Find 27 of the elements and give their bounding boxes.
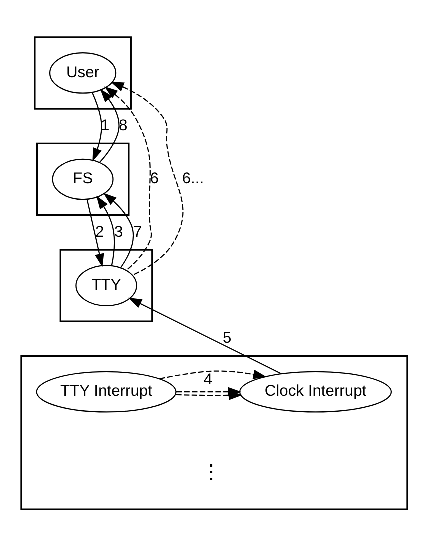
arrow: [103, 192, 134, 268]
arrow: [160, 370, 267, 380]
edge-label: 8: [118, 117, 128, 134]
node-ellipse: FS: [52, 158, 114, 200]
cluster: [60, 248, 154, 322]
cluster: [20, 354, 408, 510]
edge-label: 1: [101, 117, 110, 134]
node-ellipse: User: [49, 52, 117, 94]
arrow: [92, 92, 102, 162]
node-ellipse: TTY Interrupt: [36, 370, 177, 412]
label: ⋮: [202, 461, 222, 484]
edge-label: 7: [134, 223, 142, 240]
arrow: [176, 390, 243, 400]
edge-label: 4: [204, 370, 213, 388]
arrow: [104, 86, 152, 270]
arrow: [96, 195, 116, 266]
edge-label: 6: [150, 170, 159, 188]
edge-label: 2: [95, 223, 104, 240]
cluster: [36, 142, 130, 216]
node-ellipse: TTY: [76, 264, 138, 306]
edge-label: 6...: [182, 170, 204, 188]
edge-label: 5: [223, 330, 232, 347]
cluster: [34, 36, 132, 110]
arrow: [110, 82, 184, 276]
edge-label: 3: [114, 223, 124, 240]
arrow: [99, 88, 120, 162]
arrow: [86, 199, 104, 267]
